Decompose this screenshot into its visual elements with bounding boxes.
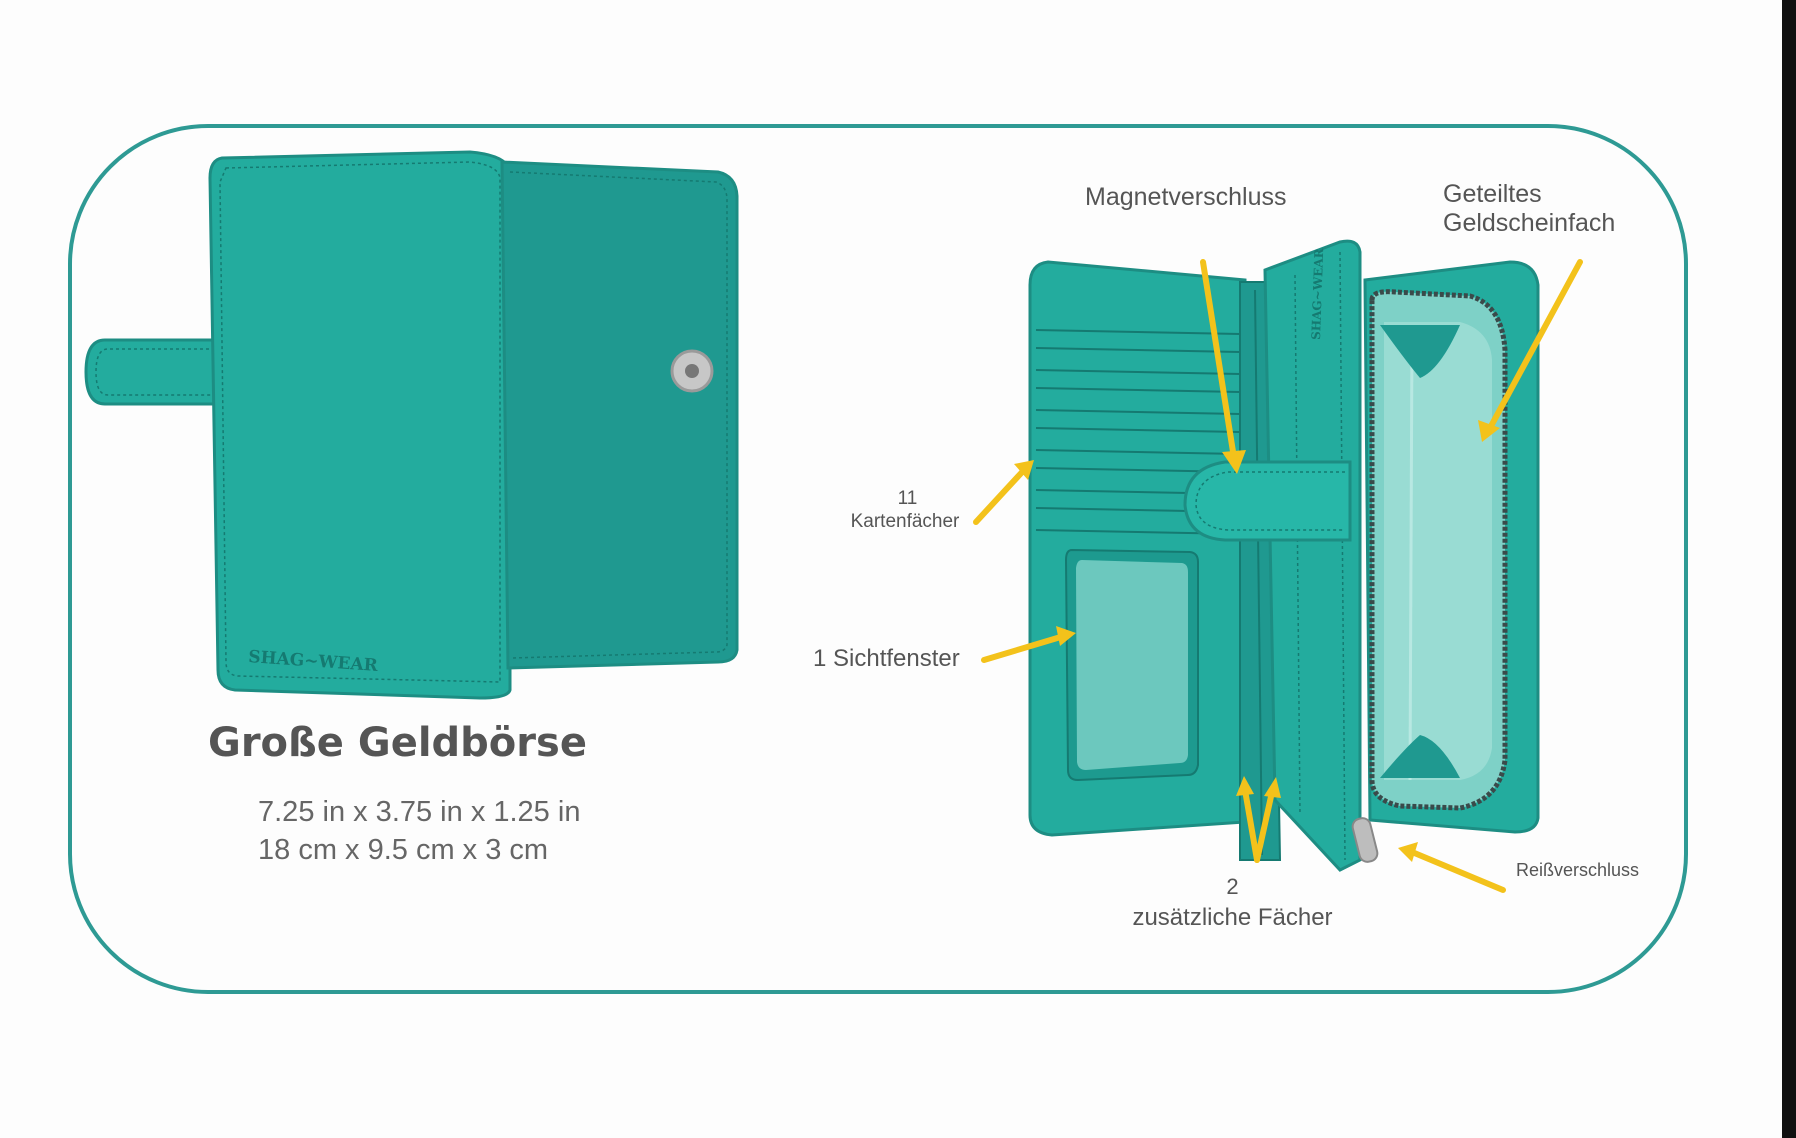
label-card-slots: Kartenfächer — [850, 511, 960, 532]
zipper-pull-icon — [1351, 817, 1379, 863]
label-id-window: 1 Sichtfenster — [813, 645, 960, 672]
dimensions-inches: 7.25 in x 3.75 in x 1.25 in — [258, 796, 581, 828]
label-split-bill-line2: Geldscheinfach — [1443, 209, 1616, 237]
product-title: Große Geldbörse — [208, 720, 587, 766]
callout-arrows — [973, 259, 1583, 893]
label-magnet-closure: Magnetverschluss — [1085, 183, 1287, 211]
right-edge-bar — [1782, 0, 1796, 1138]
label-card-count: 11 — [897, 488, 918, 509]
svg-text:SHAG~WEAR: SHAG~WEAR — [1309, 247, 1326, 340]
rounded-frame — [68, 124, 1688, 994]
closed-wallet: SHAG~WEAR — [84, 150, 739, 700]
label-split-bill-line1: Geteiltes — [1443, 180, 1542, 208]
label-zipper: Reißverschluss — [1516, 860, 1640, 880]
label-extra-count: 2 — [1226, 874, 1239, 899]
open-wallet: SHAG~WEAR — [1028, 239, 1540, 872]
label-extra-pockets: zusätzliche Fächer — [1132, 904, 1333, 931]
dimensions-cm: 18 cm x 9.5 cm x 3 cm — [258, 834, 549, 866]
